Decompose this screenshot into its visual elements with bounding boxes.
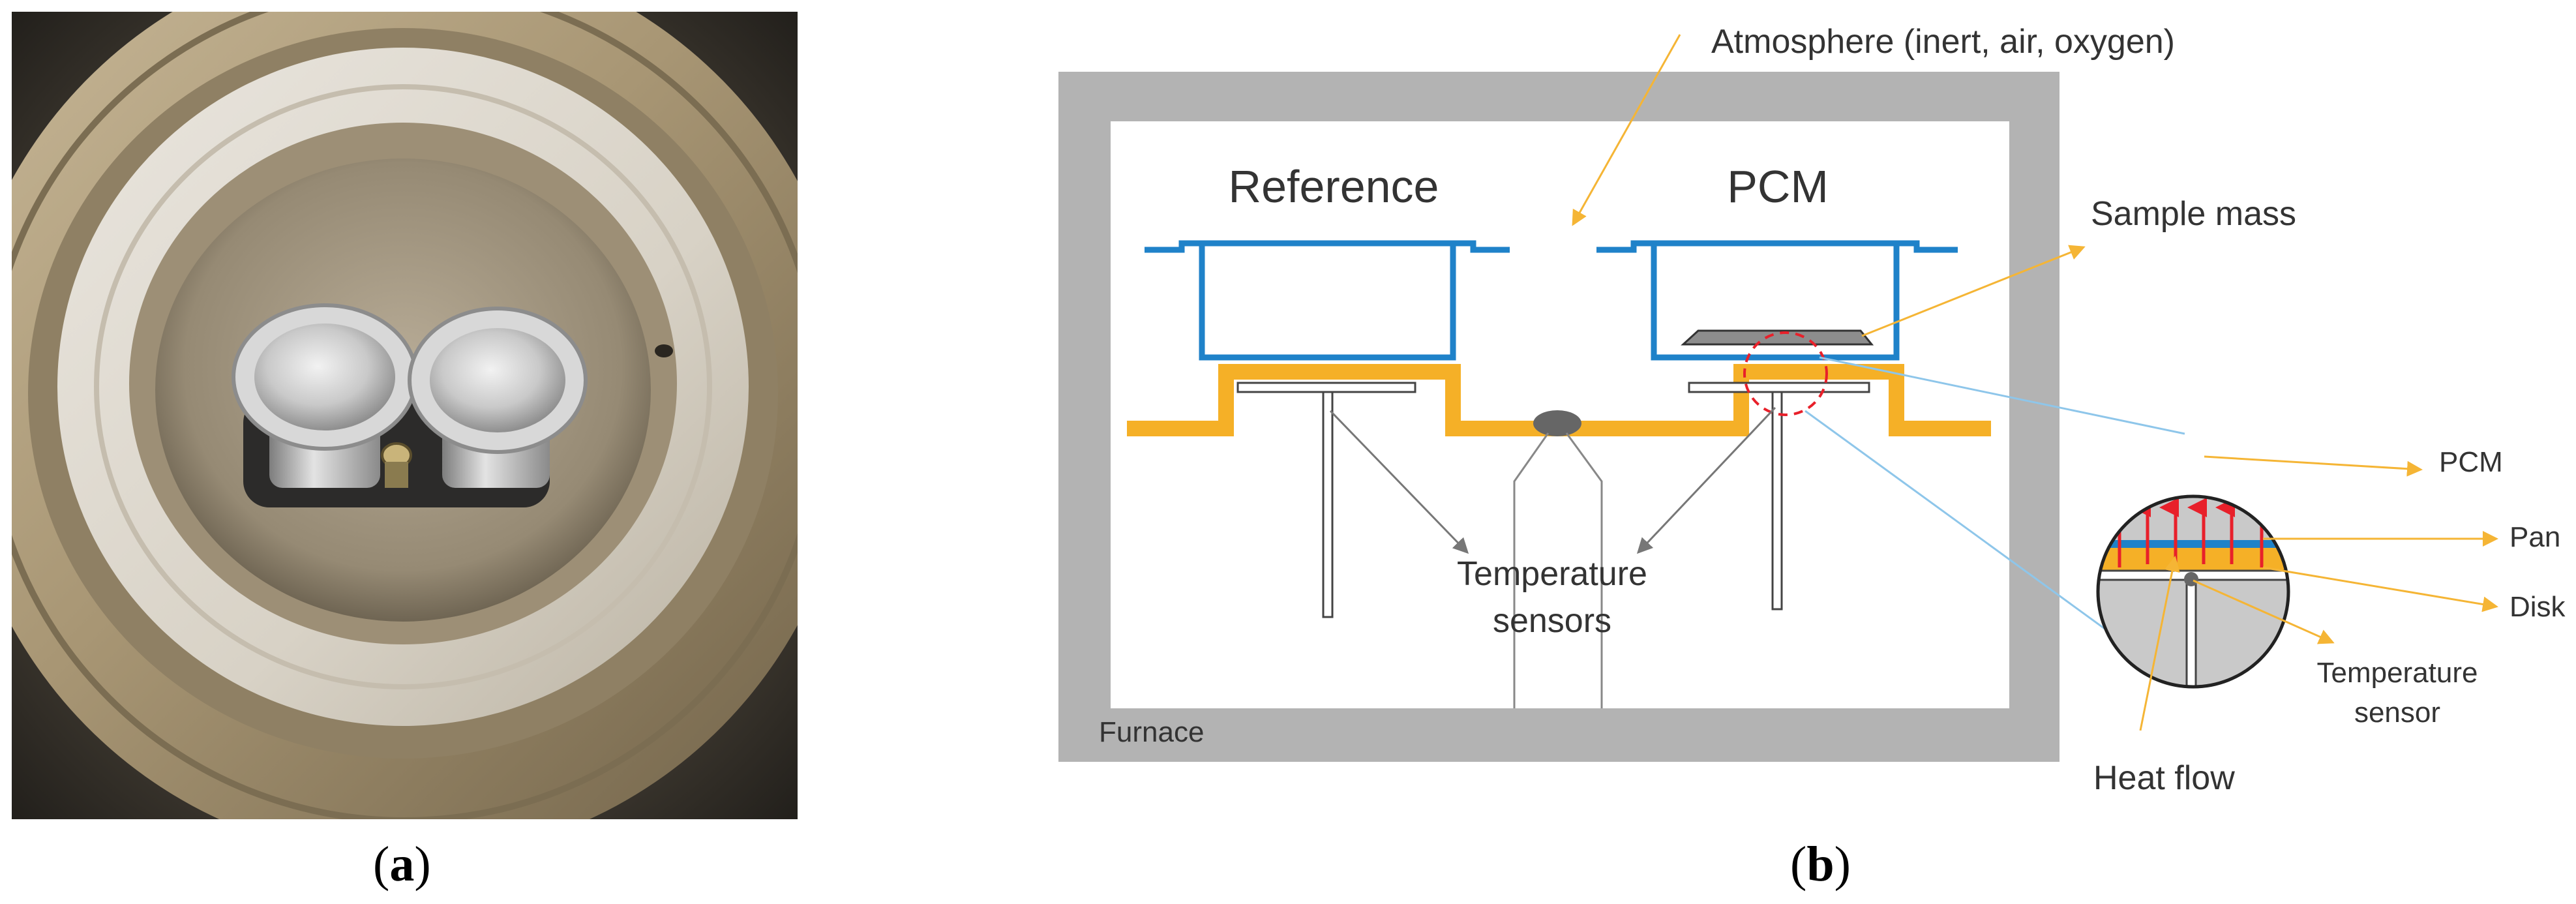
detail-temperature-sensor-line2: sensor — [2354, 697, 2440, 729]
detail-temperature-sensor-line1: Temperature — [2316, 657, 2478, 689]
detail-disk-label: Disk — [2509, 591, 2566, 623]
sample-mass-label: Sample mass — [2091, 195, 2296, 233]
sensor-arrow-left — [1329, 410, 1469, 554]
detail-heat-flow-label: Heat flow — [2093, 759, 2235, 797]
sensor-disk — [1127, 364, 1991, 436]
reference-sensor-stem — [1322, 391, 1334, 618]
focus-circle — [1743, 331, 1828, 416]
dsc-cell-photo — [12, 12, 798, 819]
panel-a-caption: (a) — [373, 837, 431, 892]
sample-mass — [1681, 329, 1874, 346]
connector-line-top — [1819, 356, 2185, 435]
connector-line-bottom — [1805, 410, 2140, 655]
pcm-label: PCM — [1727, 161, 1829, 212]
sample-sensor-plate — [1688, 382, 1870, 393]
panel-b-caption: (b) — [1790, 837, 1851, 892]
reference-pan — [1145, 240, 1510, 361]
detail-pcm-arrow — [2204, 455, 2423, 477]
sample-mass-arrow — [1861, 245, 2086, 337]
thermocouple-wire-right — [1565, 432, 1603, 708]
sensor-arrow-right — [1636, 406, 1776, 554]
thermocouple-wire-left — [1513, 432, 1550, 708]
center-thermocouple — [1533, 410, 1581, 436]
reference-label: Reference — [1229, 161, 1439, 212]
detail-pcm-label: PCM — [2439, 446, 2503, 478]
sample-sensor-stem — [1771, 391, 1783, 610]
temperature-sensors-label-line2: sensors — [1493, 602, 1611, 640]
detail-heat-flow-arrow — [2139, 556, 2180, 731]
atmosphere-label: Atmosphere (inert, air, oxygen) — [1711, 23, 2175, 61]
dsc-cell-illustration — [12, 12, 798, 819]
reference-sensor-plate — [1236, 382, 1416, 393]
atmosphere-arrow — [1572, 34, 1681, 226]
furnace-label: Furnace — [1099, 716, 1204, 748]
detail-temperature-sensor-arrow — [2193, 579, 2335, 644]
detail-magnifier — [2096, 494, 2290, 689]
detail-pan-label: Pan — [2509, 521, 2560, 553]
temperature-sensors-label-line1: Temperature — [1457, 555, 1647, 593]
detail-disk-arrow — [2262, 566, 2498, 612]
pcm-pan — [1596, 240, 1958, 361]
